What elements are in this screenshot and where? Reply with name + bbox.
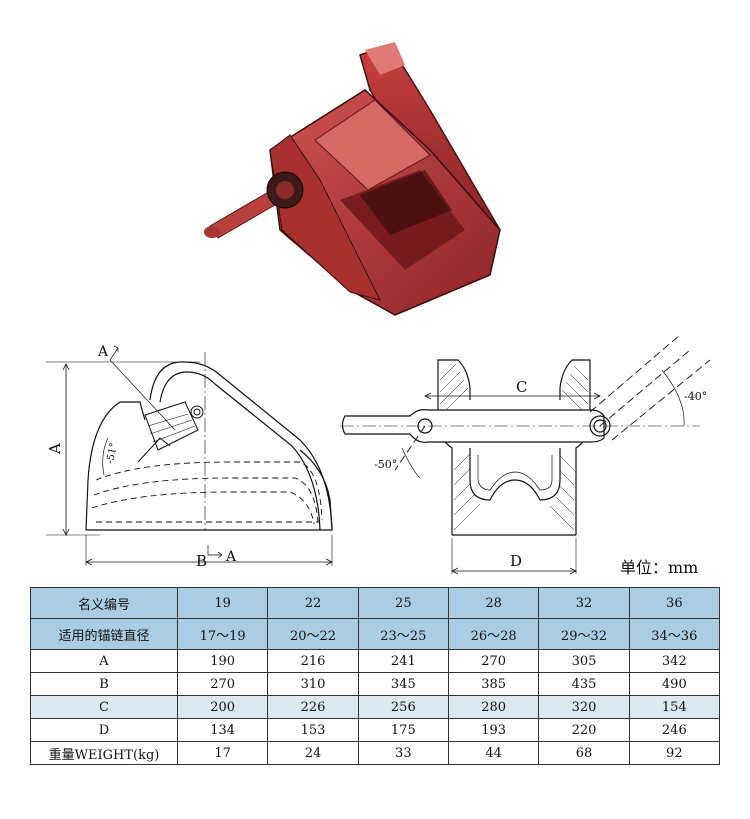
table-cell: 310 xyxy=(267,672,359,696)
table-cell: 36 xyxy=(628,587,721,619)
table-cell: 270 xyxy=(176,672,269,696)
section-label-a-bottom: A xyxy=(225,549,237,565)
table-cell: 385 xyxy=(447,672,540,696)
table-cell: 190 xyxy=(176,649,269,673)
table-cell: 435 xyxy=(538,672,630,696)
product-photo xyxy=(204,42,501,316)
table-cell: 33 xyxy=(357,741,449,765)
table-cell: 28 xyxy=(447,587,540,619)
technical-drawings: A A B A -51° C D -50° -40° xyxy=(46,334,711,575)
table-cell: 68 xyxy=(538,741,630,765)
row-label: D xyxy=(30,718,178,742)
table-cell: 246 xyxy=(628,718,721,742)
angle-label-51: -51° xyxy=(105,442,120,465)
angle-label-50: -50° xyxy=(374,458,397,471)
table-cell: 193 xyxy=(447,718,540,742)
table-cell: 305 xyxy=(538,649,630,673)
section-label-a-top: A xyxy=(97,344,109,360)
row-label: C xyxy=(30,695,178,719)
row-label: B xyxy=(30,672,178,696)
table-cell: 342 xyxy=(628,649,721,673)
table-cell: 22 xyxy=(267,587,359,619)
unit-label: 单位：mm xyxy=(620,558,699,577)
table-cell: 256 xyxy=(357,695,449,719)
table-cell: 20～22 xyxy=(267,618,359,650)
row-label: 名义编号 xyxy=(30,587,178,619)
table-cell: 270 xyxy=(447,649,540,673)
table-cell: 29～32 xyxy=(538,618,630,650)
dim-label-c: C xyxy=(516,378,527,396)
dim-label-d: D xyxy=(510,552,522,570)
row-label: A xyxy=(30,649,178,673)
table-cell: 216 xyxy=(267,649,359,673)
table-cell: 32 xyxy=(538,587,630,619)
dim-label-a: A xyxy=(46,443,64,455)
table-cell: 92 xyxy=(628,741,721,765)
table-cell: 23～25 xyxy=(357,618,449,650)
table-cell: 24 xyxy=(267,741,359,765)
table-cell: 34～36 xyxy=(628,618,721,650)
table-cell: 19 xyxy=(176,587,269,619)
table-cell: 17 xyxy=(176,741,269,765)
table-cell: 154 xyxy=(628,695,721,719)
table-cell: 241 xyxy=(357,649,449,673)
table-cell: 26～28 xyxy=(447,618,540,650)
table-cell: 17～19 xyxy=(176,618,269,650)
table-cell: 490 xyxy=(628,672,721,696)
dim-label-b: B xyxy=(196,552,207,570)
table-cell: 200 xyxy=(176,695,269,719)
row-label: 重量WEIGHT(kg) xyxy=(30,741,178,765)
table-cell: 345 xyxy=(357,672,449,696)
table-cell: 320 xyxy=(538,695,630,719)
table-cell: 175 xyxy=(357,718,449,742)
angle-label-40: -40° xyxy=(684,390,707,403)
table-cell: 44 xyxy=(447,741,540,765)
table-cell: 280 xyxy=(447,695,540,719)
row-label: 适用的锚链直径 xyxy=(30,618,178,650)
table-cell: 220 xyxy=(538,718,630,742)
table-cell: 226 xyxy=(267,695,359,719)
table-cell: 25 xyxy=(357,587,449,619)
table-cell: 153 xyxy=(267,718,359,742)
table-cell: 134 xyxy=(176,718,269,742)
